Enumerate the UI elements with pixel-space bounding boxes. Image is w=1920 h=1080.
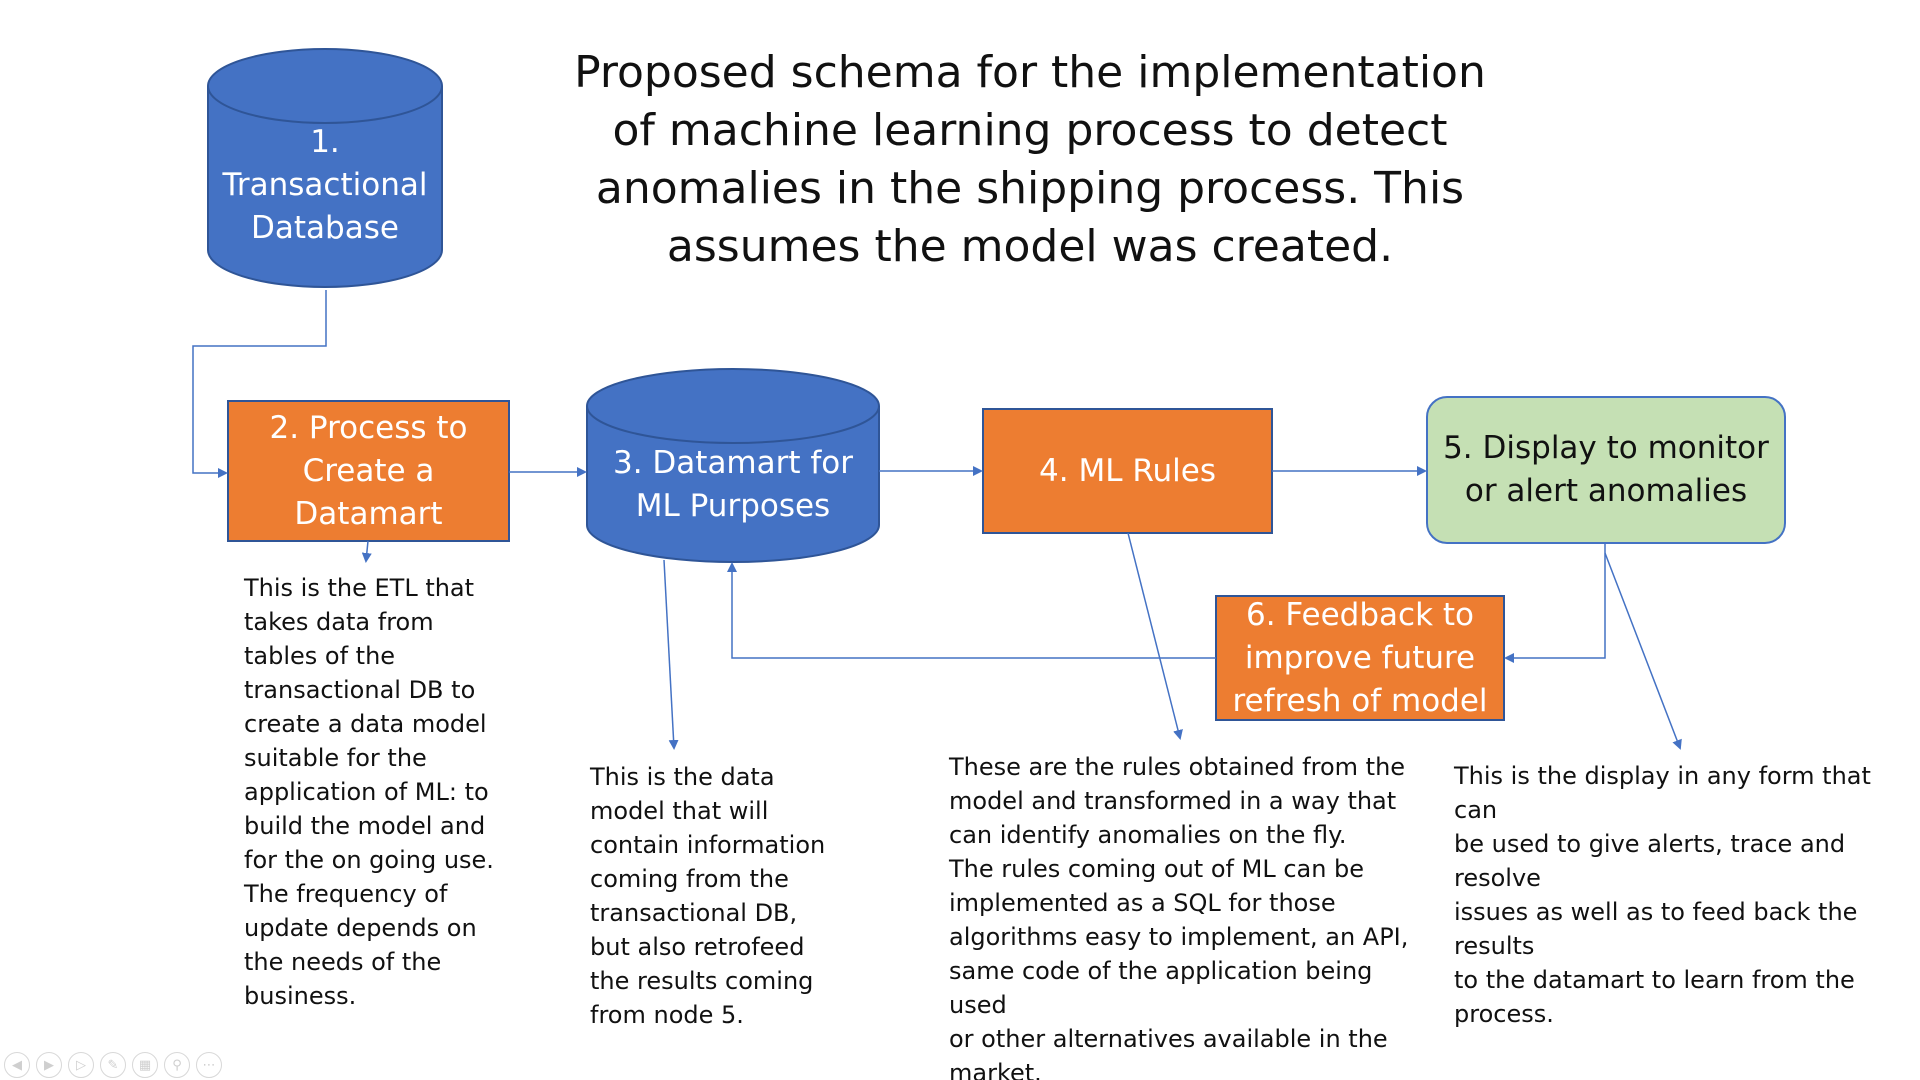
connector-display-to-feedback <box>1504 543 1606 663</box>
label-feedback: 6. Feedback to improve future refresh of… <box>1232 596 1488 719</box>
slides-icon[interactable]: ▦ <box>132 1052 158 1078</box>
more-icon[interactable]: ⋯ <box>196 1052 222 1078</box>
node-process-datamart <box>227 400 510 542</box>
node-feedback <box>1215 595 1505 721</box>
play-icon[interactable]: ▶ <box>36 1052 62 1078</box>
node-ml-rules <box>982 408 1273 534</box>
callout-rules-note <box>1127 532 1183 740</box>
label-process-datamart: 2. Process to Create a Datamart <box>269 409 468 532</box>
pen-icon[interactable]: ✎ <box>100 1052 126 1078</box>
next-icon[interactable]: ▷ <box>68 1052 94 1078</box>
note-datamart: This is the data model that will contain… <box>590 763 826 1029</box>
callout-display-note <box>1604 552 1682 750</box>
node-datamart-ml <box>586 368 880 563</box>
connector-feedback-to-datamart <box>727 562 1216 659</box>
note-etl: This is the ETL that takes data from tab… <box>244 574 494 1010</box>
diagram-title: Proposed schema for the implementation o… <box>574 47 1486 272</box>
prev-icon[interactable]: ◀ <box>4 1052 30 1078</box>
label-datamart-ml: 3. Datamart for ML Purposes <box>612 445 854 524</box>
callout-datamart-note <box>663 559 679 750</box>
callout-process-note <box>361 540 372 563</box>
label-ml-rules: 4. ML Rules <box>1039 452 1216 489</box>
label-display: 5. Display to monitor or alert anomalies <box>1443 430 1769 509</box>
label-transactional-database: 1. Transactional Database <box>222 123 428 246</box>
zoom-icon[interactable]: ⚲ <box>164 1052 190 1078</box>
note-rules: These are the rules obtained from the mo… <box>949 753 1409 1080</box>
connector-db-to-process <box>192 290 327 478</box>
note-display: This is the display in any form that can… <box>1454 762 1871 1028</box>
presentation-controls: ◀ ▶ ▷ ✎ ▦ ⚲ ⋯ <box>4 1052 222 1078</box>
node-display <box>1426 396 1786 544</box>
node-transactional-database <box>207 48 443 288</box>
